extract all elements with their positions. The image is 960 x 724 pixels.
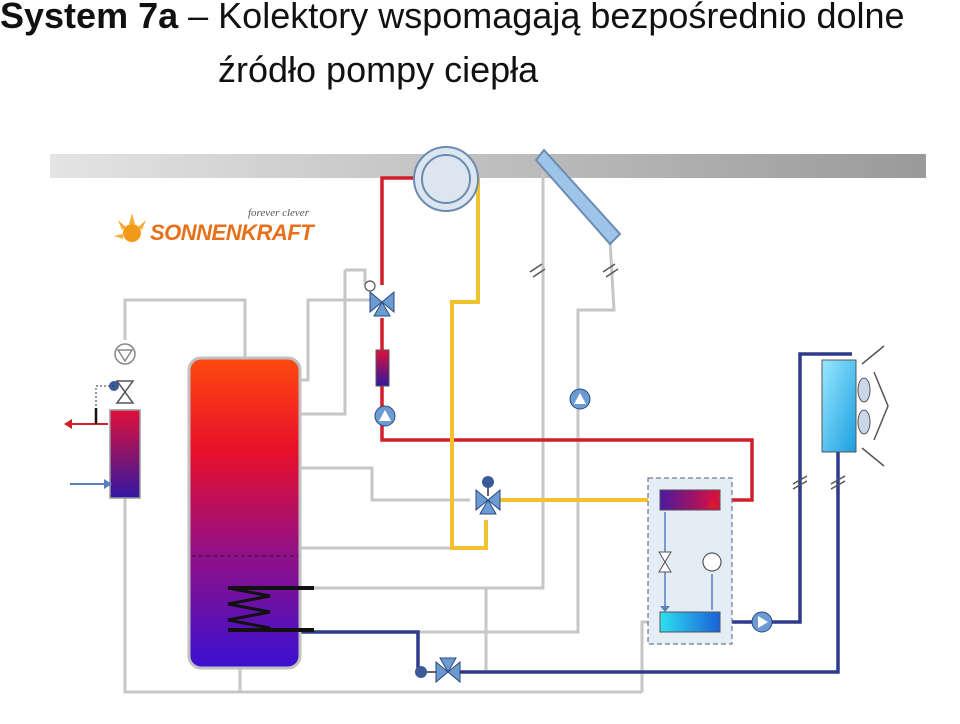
- solar-circuit-pump-icon: [569, 388, 591, 410]
- solar-pipes: [450, 178, 660, 550]
- sun-logo-icon: [114, 213, 146, 242]
- title-line-2: źródło pompy ciepła: [218, 49, 539, 90]
- page-title: System 7a – Kolektory wspomagają bezpośr…: [0, 0, 960, 38]
- buffer-tank: [187, 356, 314, 670]
- small-exchanger-icon: [375, 349, 390, 387]
- check-valve-icon: [95, 380, 135, 408]
- system-label: System 7a: [0, 0, 179, 36]
- pipe-break-marks: [529, 263, 846, 490]
- brine-pump-icon: [751, 611, 773, 633]
- title-separator: –: [178, 0, 219, 36]
- domestic-hot-water-exchanger: [64, 408, 141, 499]
- title-line-1: Kolektory wspomagają bezpośrednio dolne: [218, 0, 905, 36]
- three-way-valve-top-icon: [364, 280, 395, 317]
- heat-pump-module: [647, 477, 733, 645]
- logo-tagline: forever clever: [248, 207, 309, 219]
- three-way-valve-middle-icon: [475, 476, 501, 515]
- brand-logo: SONNENKRAFT: [150, 220, 314, 245]
- fan-unit-icon: [413, 146, 479, 212]
- hot-circuit-pump-icon: [374, 405, 396, 427]
- three-way-valve-bottom-icon: [415, 657, 461, 684]
- solar-collector-icon: [534, 148, 622, 246]
- circulation-pump-icon: [114, 343, 136, 365]
- air-cooler-unit-icon: [821, 345, 889, 467]
- roof-bar: [50, 154, 926, 178]
